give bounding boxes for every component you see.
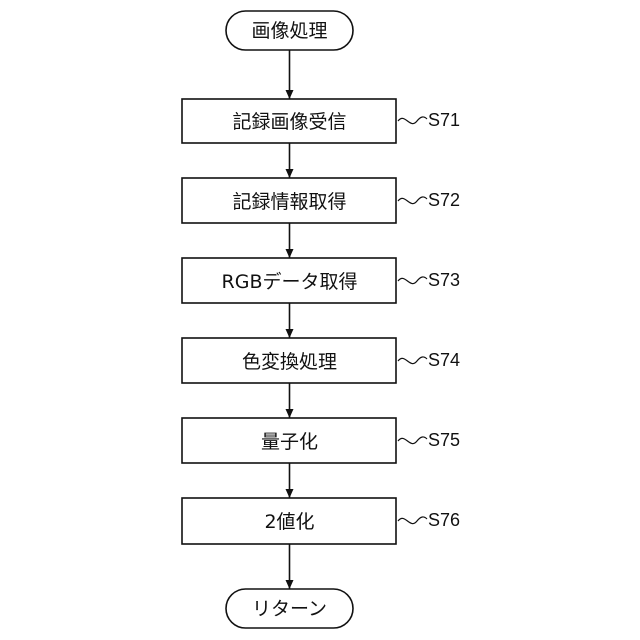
process-step-s74: 色変換処理 S74 [182,338,460,383]
step-label-s74: 色変換処理 [242,351,337,373]
step-label-s73: RGBデータ取得 [222,271,358,293]
step-id-s73: S73 [428,270,460,290]
step-id-s72: S72 [428,190,460,210]
step-id-s71: S71 [428,110,460,130]
process-step-s71: 記録画像受信 S71 [182,99,460,143]
leader-tilde-s75 [398,437,427,444]
end-label: リターン [252,598,327,620]
start-label: 画像処理 [251,20,327,42]
leader-tilde-s73 [398,277,427,284]
step-label-s76: 2値化 [264,511,314,533]
end-terminal: リターン [226,589,353,628]
step-id-s75: S75 [428,430,460,450]
process-step-s72: 記録情報取得 S72 [182,178,460,223]
step-id-s76: S76 [428,510,460,530]
leader-tilde-s74 [398,357,427,364]
start-terminal: 画像処理 [226,11,353,50]
step-label-s71: 記録画像受信 [232,111,346,133]
leader-tilde-s71 [398,117,427,124]
leader-tilde-s76 [398,517,427,524]
process-step-s76: 2値化 S76 [182,498,460,544]
process-step-s73: RGBデータ取得 S73 [182,258,460,303]
process-step-s75: 量子化 S75 [182,418,460,463]
step-label-s75: 量子化 [261,431,318,453]
leader-tilde-s72 [398,197,427,204]
step-id-s74: S74 [428,350,460,370]
step-label-s72: 記録情報取得 [232,191,346,213]
